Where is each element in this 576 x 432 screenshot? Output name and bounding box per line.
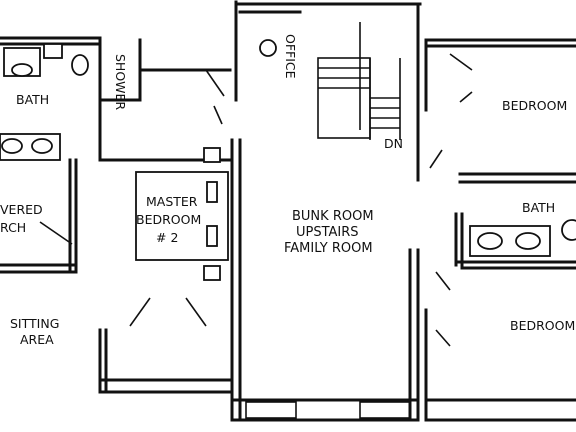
door-dn bbox=[429, 149, 443, 169]
labels: BATH SHOWER OFFICE BEDROOM DN VERED RCH … bbox=[0, 34, 575, 347]
sink-left-1 bbox=[1, 138, 23, 154]
label-bedroom-bottom: BEDROOM bbox=[510, 318, 575, 333]
label-bunk-1: BUNK ROOM bbox=[292, 209, 374, 224]
walls bbox=[0, 0, 576, 422]
wall-office-top bbox=[234, 2, 302, 14]
master-nightstand-1 bbox=[206, 181, 218, 203]
label-bath-right: BATH bbox=[522, 200, 555, 215]
toilet-left bbox=[71, 54, 89, 76]
wall-sitting-right bbox=[98, 328, 108, 394]
label-bath-left: BATH bbox=[16, 92, 49, 107]
staircase bbox=[317, 22, 401, 140]
toilet-right bbox=[561, 219, 576, 241]
window-bottom-1 bbox=[245, 401, 297, 419]
label-bunk-3: FAMILY ROOM bbox=[284, 241, 373, 256]
label-sitting-1: SITTING bbox=[10, 316, 59, 331]
door-bed-top bbox=[449, 53, 473, 103]
wall-porch-bottom bbox=[0, 263, 78, 274]
wall-porch-right bbox=[68, 158, 78, 272]
office-fixture bbox=[259, 39, 277, 57]
master-dresser-bottom bbox=[203, 265, 221, 281]
sink-left-2 bbox=[31, 138, 53, 154]
sink-left bbox=[11, 63, 33, 77]
door-upper-b bbox=[213, 105, 223, 125]
master-nightstand-2 bbox=[206, 225, 218, 247]
wall-bath-right-left bbox=[454, 212, 464, 267]
label-porch-1: VERED bbox=[0, 202, 43, 217]
wall-bunk-left bbox=[230, 138, 242, 422]
door-master-b bbox=[185, 297, 207, 327]
wall-bed-top-bottom bbox=[458, 172, 576, 184]
fixtures bbox=[0, 39, 576, 419]
wall-top-left bbox=[0, 36, 102, 46]
door-porch bbox=[39, 221, 73, 245]
sink-right-1 bbox=[477, 232, 503, 250]
wall-bunk-bottom bbox=[230, 398, 420, 422]
label-dn: DN bbox=[384, 136, 403, 151]
wall-bunk-right bbox=[408, 248, 420, 422]
stair-treads bbox=[318, 67, 400, 129]
label-master-2: BEDROOM bbox=[136, 212, 201, 227]
label-porch-2: RCH bbox=[0, 220, 26, 235]
label-bunk-2: UPSTAIRS bbox=[296, 225, 359, 240]
wall-sitting-bottom bbox=[98, 378, 234, 394]
sink-square bbox=[43, 43, 63, 59]
window-bottom-2 bbox=[359, 401, 411, 419]
wall-bath-right-bottom bbox=[454, 260, 576, 270]
stair-outline bbox=[317, 57, 371, 139]
sink-right-2 bbox=[515, 232, 541, 250]
label-bedroom-top: BEDROOM bbox=[502, 98, 567, 113]
door-bed-bottom bbox=[435, 271, 451, 347]
label-master-3: # 2 bbox=[156, 230, 178, 245]
label-shower: SHOWER bbox=[113, 54, 128, 110]
wall-bed-top bbox=[424, 38, 576, 48]
label-master-1: MASTER bbox=[146, 194, 198, 209]
door-master-a bbox=[129, 297, 151, 327]
stair-rail bbox=[359, 22, 401, 140]
wall-bed-bottom-floor bbox=[424, 398, 576, 422]
doors bbox=[39, 53, 473, 347]
label-sitting-2: AREA bbox=[20, 332, 54, 347]
door-upper-a bbox=[205, 69, 225, 97]
master-dresser-top bbox=[203, 147, 221, 163]
label-office: OFFICE bbox=[283, 34, 298, 79]
